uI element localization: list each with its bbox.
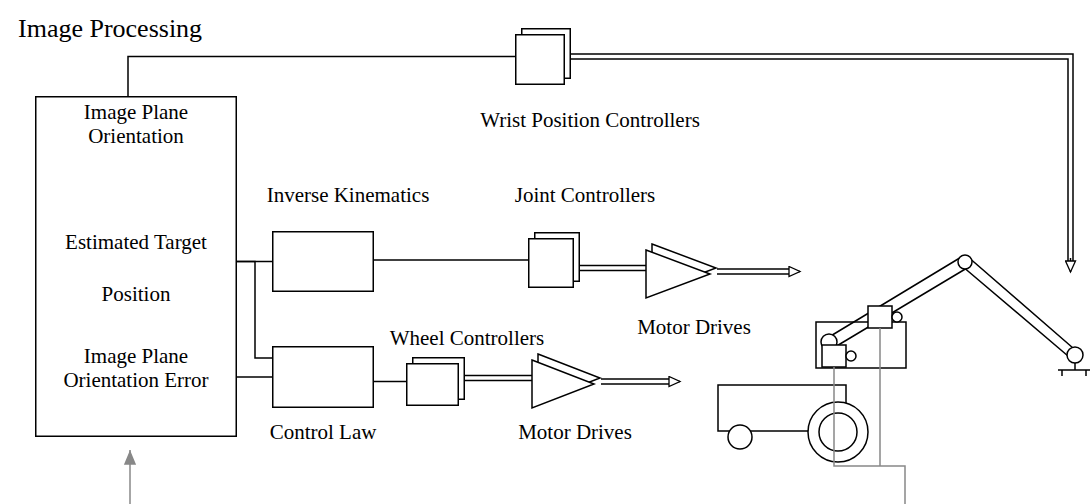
- amplifier-symbol: Motor Drives: [646, 244, 716, 298]
- component-label: Wheel Controllers: [390, 326, 545, 350]
- node-outline: [515, 28, 571, 85]
- amplifier-symbol: Motor Drives: [532, 354, 600, 408]
- signal-line: [237, 262, 272, 359]
- box-text: Image Plane Orientation Error: [45, 344, 227, 392]
- controller-stack: Wheel Controllers: [406, 357, 465, 406]
- node-outline: [272, 231, 374, 292]
- component-label: Motor Drives: [637, 315, 751, 339]
- component-label: Control Law: [270, 420, 377, 444]
- signal-line: [465, 376, 532, 381]
- node-outline: [532, 354, 600, 408]
- controller-stack: Joint Controllers: [528, 232, 580, 288]
- signal-line: [128, 57, 515, 97]
- box-text: Image Plane Orientation: [45, 100, 227, 148]
- component-label: Joint Controllers: [515, 183, 656, 207]
- component-label: Inverse Kinematics: [267, 183, 430, 207]
- signal-line: [374, 381, 406, 383]
- signal-line: [237, 376, 272, 378]
- diagram-title: Image Processing: [18, 14, 202, 44]
- process-box: Control Law: [272, 346, 374, 408]
- node-outline: [646, 244, 716, 298]
- signal-line: [580, 266, 646, 271]
- signal-line: [374, 259, 528, 261]
- box-text: Estimated Target Position: [45, 216, 227, 320]
- node-outline: [272, 346, 374, 408]
- process-box: Inverse Kinematics: [272, 231, 374, 292]
- component-label: Motor Drives: [518, 420, 632, 444]
- component-label: Wrist Position Controllers: [480, 108, 700, 132]
- controller-stack: Wrist Position Controllers: [515, 28, 571, 85]
- node-outline: [528, 232, 580, 288]
- processing-box: Image Plane OrientationEstimated Target …: [35, 96, 237, 437]
- node-outline: [406, 357, 465, 406]
